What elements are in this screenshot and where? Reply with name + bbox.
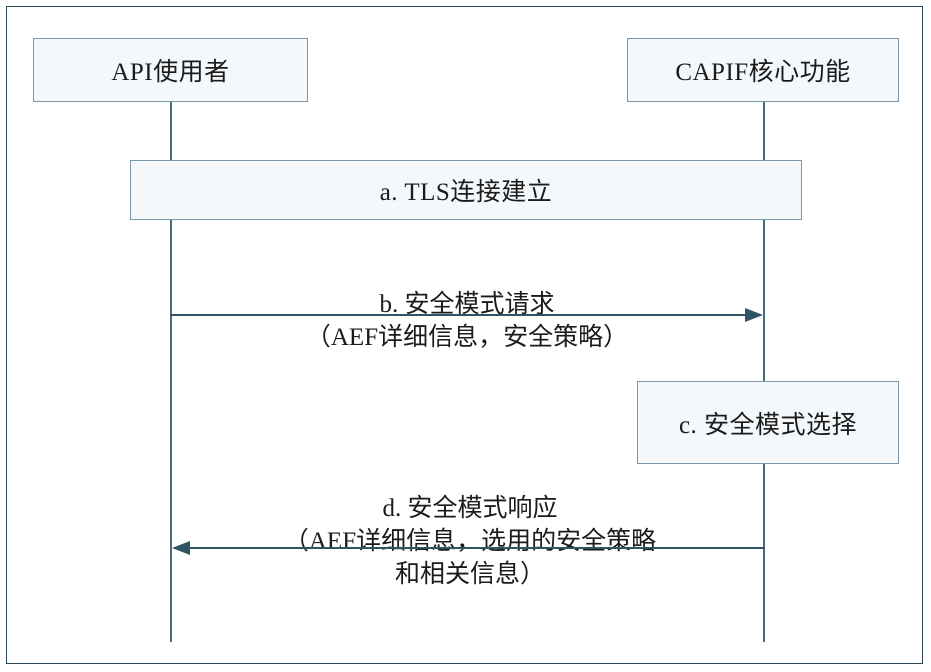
actor-label-api-user: API使用者 [111,59,230,86]
arrow-security-mode-response [172,541,765,555]
spanning-box-label-tls-setup: a. TLS连接建立 [379,179,553,206]
message-label-security-mode-request: b. 安全模式请求 （AEF详细信息，安全策略） [267,288,667,354]
message-line-3: 和相关信息） [394,561,545,588]
message-line-2: （AEF详细信息，安全策略） [305,324,629,351]
arrow-security-mode-request [170,308,763,322]
actor-box-capif-core[interactable]: CAPIF核心功能 [627,38,899,102]
message-label-security-mode-response: d. 安全模式响应 （AEF详细信息，选用的安全策略 和相关信息） [230,492,710,591]
message-line-1: b. 安全模式请求 [379,291,555,318]
spanning-box-tls-setup[interactable]: a. TLS连接建立 [130,160,802,220]
actor-label-capif-core: CAPIF核心功能 [675,59,851,86]
message-line-1: d. 安全模式响应 [382,495,558,522]
lifeline-capif-core [763,102,765,642]
message-line-2: （AEF详细信息，选用的安全策略 [283,528,657,555]
diagram-frame [6,6,923,664]
actor-box-api-user[interactable]: API使用者 [33,38,308,102]
self-box-security-mode-selection[interactable]: c. 安全模式选择 [637,381,899,464]
lifeline-api-user [170,102,172,642]
self-box-label-security-mode-selection: c. 安全模式选择 [678,411,858,439]
